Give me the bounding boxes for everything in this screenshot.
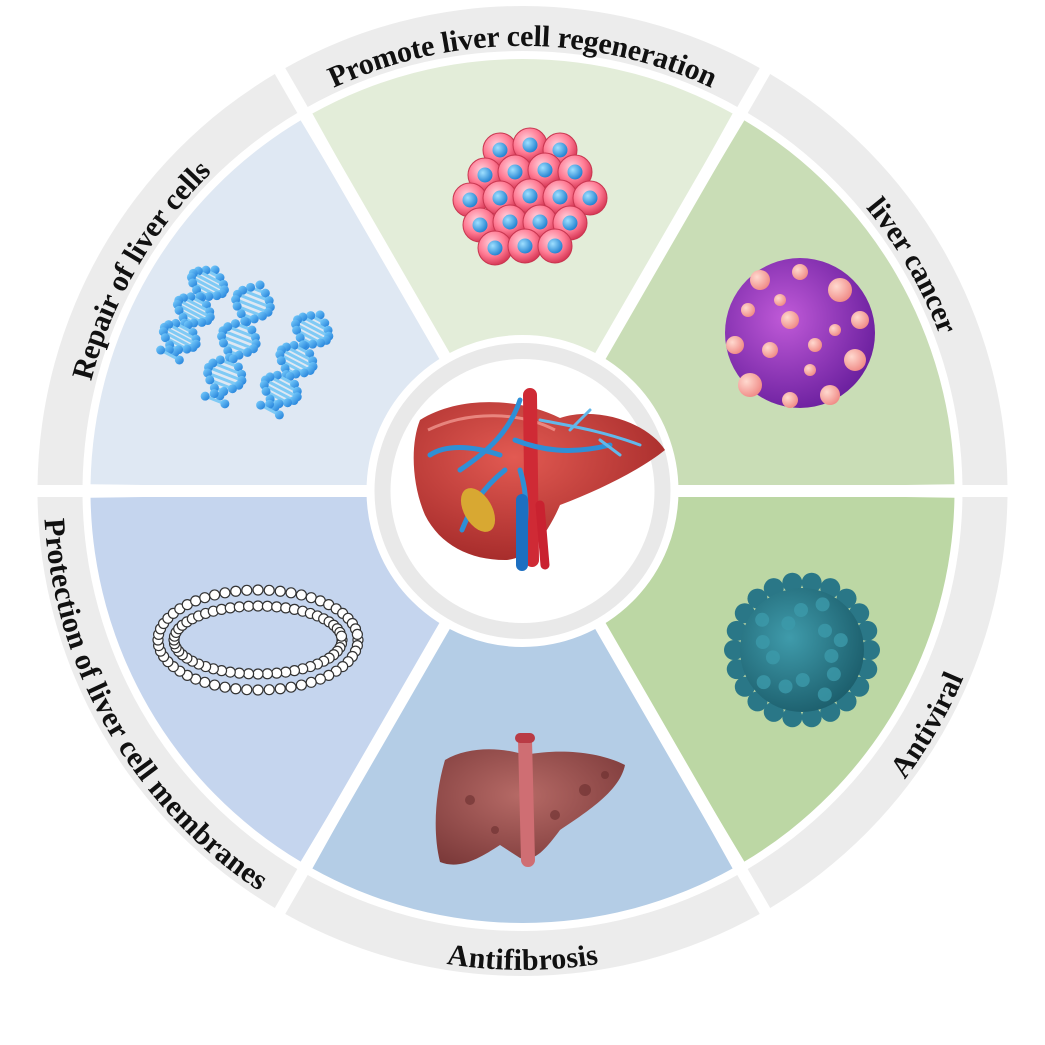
cancer-cell-icon: [725, 258, 875, 408]
segment-ring-band: [37, 73, 299, 487]
fibrotic-liver-icon: [435, 733, 625, 867]
segment-ring-band: [284, 874, 761, 976]
segment-divider: [594, 63, 773, 360]
segment-ring-band: [37, 495, 299, 909]
segment-divider: [594, 622, 773, 919]
segment-label-antifibrosis: Antifibrosis: [445, 938, 600, 977]
segment-divider: [272, 63, 451, 360]
cell-cluster-icon: [452, 127, 608, 266]
dna-helix-icon: [156, 265, 334, 420]
center-hub: [366, 335, 679, 647]
segment-divider: [272, 622, 451, 919]
segment-ring-band: [746, 73, 1008, 487]
virus-icon: [724, 572, 880, 728]
segment-ring-band: [746, 495, 1008, 909]
segment-ring-band: [284, 6, 761, 108]
lipid-bilayer-ring-icon: [152, 584, 364, 696]
liver-anatomy-icon: [413, 388, 665, 571]
